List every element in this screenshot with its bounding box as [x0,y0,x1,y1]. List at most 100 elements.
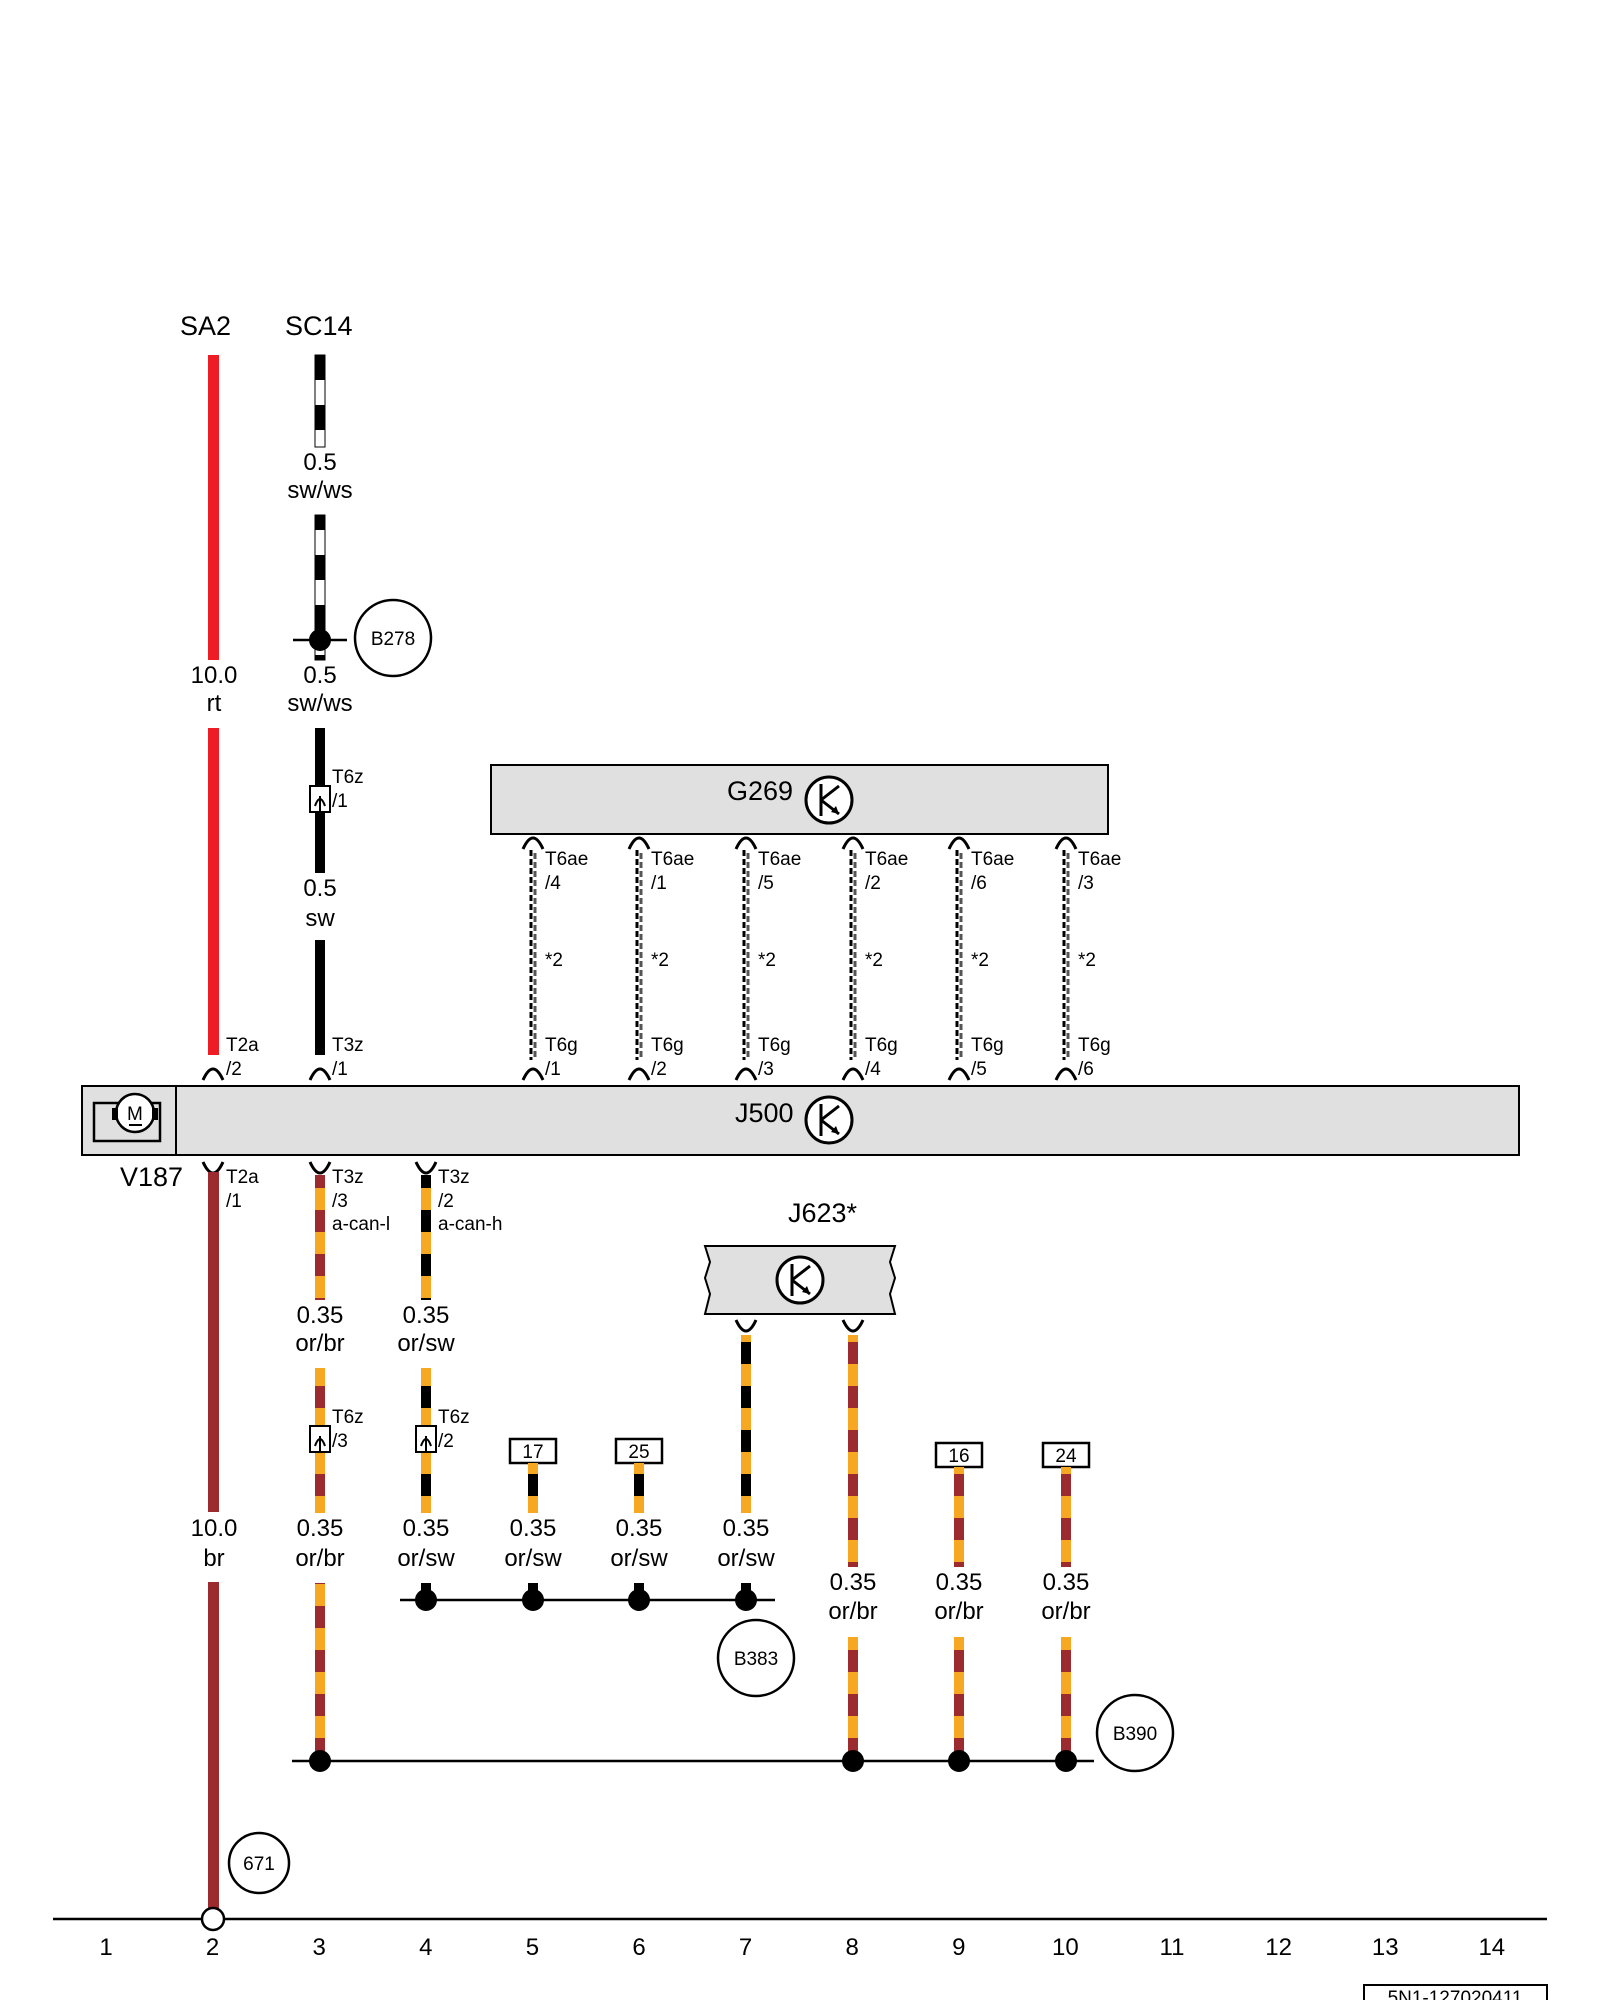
wire-color-label: or/br [1041,1598,1090,1625]
wire-orsw-c7 [741,1335,751,1513]
wire-color-label: or/sw [610,1545,668,1572]
grid-number: 8 [846,1934,859,1961]
wire-star-note: *2 [651,950,669,971]
ref-box-16 [934,1441,984,1469]
component-g269-label: G269 [727,776,793,806]
component-v187-label: V187 [120,1162,183,1192]
grid-number: 11 [1160,1934,1185,1961]
grid-number: 12 [1265,1934,1292,1961]
connector-t6g: T6g [865,1035,898,1056]
motor-icon: M [92,1092,162,1143]
grid-number: 9 [952,1934,965,1961]
ref-671: 671 [243,1854,275,1875]
ground-terminal [200,1906,226,1932]
wire-brown-color: br [203,1545,224,1572]
wire-can-l-gauge: 0.35 [297,1302,344,1329]
connector-t3z-b2-pin [414,1161,438,1175]
ref-box-24 [1041,1441,1091,1469]
connector-t6g-pin [947,1067,971,1081]
wire-red-upper [208,355,219,660]
wire-black-lower [315,940,325,1055]
wire-star-note: *2 [1078,950,1096,971]
wire-sc-color-2: sw/ws [287,690,352,717]
connector-t6g: T6g [651,1035,684,1056]
wire-color-label: or/sw [717,1545,775,1572]
connector-t2a-bot-pin-label: /1 [226,1191,242,1212]
wire-gauge-label: 0.35 [723,1515,770,1542]
connector-t6g-pin-label: /3 [758,1059,774,1080]
wire-color-label: or/br [828,1598,877,1625]
ref-25: 25 [628,1442,649,1463]
connector-t6g: T6g [1078,1035,1111,1056]
component-g269 [490,764,1109,835]
connector-t6ae: T6ae [971,849,1014,870]
connector-t3z-b3: T3z [332,1167,364,1188]
grid-number: 1 [99,1934,112,1961]
wire-orsw-c6 [634,1463,644,1513]
wire-orbr-c10 [1061,1467,1071,1567]
connector-j623-b-pin [841,1319,865,1333]
grid-number: 14 [1478,1934,1505,1961]
wire-swws-1 [314,354,326,448]
low-gauge-row: 0.35or/br0.35or/sw0.35or/sw0.35or/sw0.35… [295,1515,775,1572]
grid-number: 6 [632,1934,645,1961]
grid-number: 5 [526,1934,539,1961]
connector-t3z-top-pin [308,1067,332,1081]
connector-t6g-pin [841,1067,865,1081]
connector-t6g-pin-label: /6 [1078,1059,1094,1080]
component-j623-label: J623* [788,1198,858,1228]
connector-t6ae-pin [521,836,545,850]
wire-star-note: *2 [865,950,883,971]
wire-sc-gauge-1: 0.5 [303,449,336,476]
ref-b390: B390 [1113,1724,1157,1745]
footer-code: 5N1-127020411 [1388,1988,1523,2000]
component-j500 [81,1085,1520,1156]
connector-t3z-b3-pin-label: /3 [332,1191,348,1212]
connector-t6ae-pin-label: /5 [758,873,774,894]
connector-t3z-b3-signal: a-can-l [332,1214,390,1235]
wire-orbr-c9-b [954,1637,964,1761]
wire-sc-gauge-2: 0.5 [303,662,336,689]
wire-brown-lower [208,1582,219,1917]
wire-gauge-label: 0.35 [830,1569,877,1596]
wire-gauge-label: 0.35 [510,1515,557,1542]
wire-brown-gauge: 10.0 [191,1515,238,1542]
wire-orsw-c4-a [421,1175,431,1300]
connector-t6ae: T6ae [865,849,908,870]
connector-t6g-pin [627,1067,651,1081]
connector-t6g: T6g [971,1035,1004,1056]
ref-b278: B278 [371,629,415,650]
connector-t3z-b2: T3z [438,1167,470,1188]
ref-24: 24 [1055,1446,1077,1467]
connector-t3z-b2-pin-label: /2 [438,1191,454,1212]
wire-swws-2 [314,514,326,661]
connector-t6ae-pin-label: /4 [545,873,561,894]
connector-t3z-b3-pin [308,1161,332,1175]
wire-orbr-c8-b [848,1637,858,1761]
wire-red-color: rt [207,690,222,717]
connector-t6ae: T6ae [1078,849,1121,870]
footer-box [1363,1984,1548,2000]
connector-t6ae: T6ae [545,849,588,870]
connector-t6g-pin-label: /5 [971,1059,987,1080]
wire-red-gauge: 10.0 [191,662,238,689]
wire-orbr-c9 [954,1467,964,1567]
wire-gauge-label: 0.35 [1043,1569,1090,1596]
wire-color-label: or/sw [504,1545,562,1572]
grid-number: 13 [1372,1934,1399,1961]
connector-t6ae-pin [734,836,758,850]
wire-star-note: *2 [971,950,989,971]
connector-t6ae: T6ae [758,849,801,870]
ref-17: 17 [522,1442,543,1463]
wire-orbr-c3-a [315,1175,325,1300]
connector-t6ae-pin-label: /6 [971,873,987,894]
ref-b383-circle [716,1618,796,1698]
connector-t2a-bot: T2a [226,1167,259,1188]
connector-t6z-3: T6z [332,1407,364,1428]
wire-color-label: or/br [295,1545,344,1572]
header-sc: SC14 [285,311,353,341]
grid-number: 4 [419,1934,432,1961]
